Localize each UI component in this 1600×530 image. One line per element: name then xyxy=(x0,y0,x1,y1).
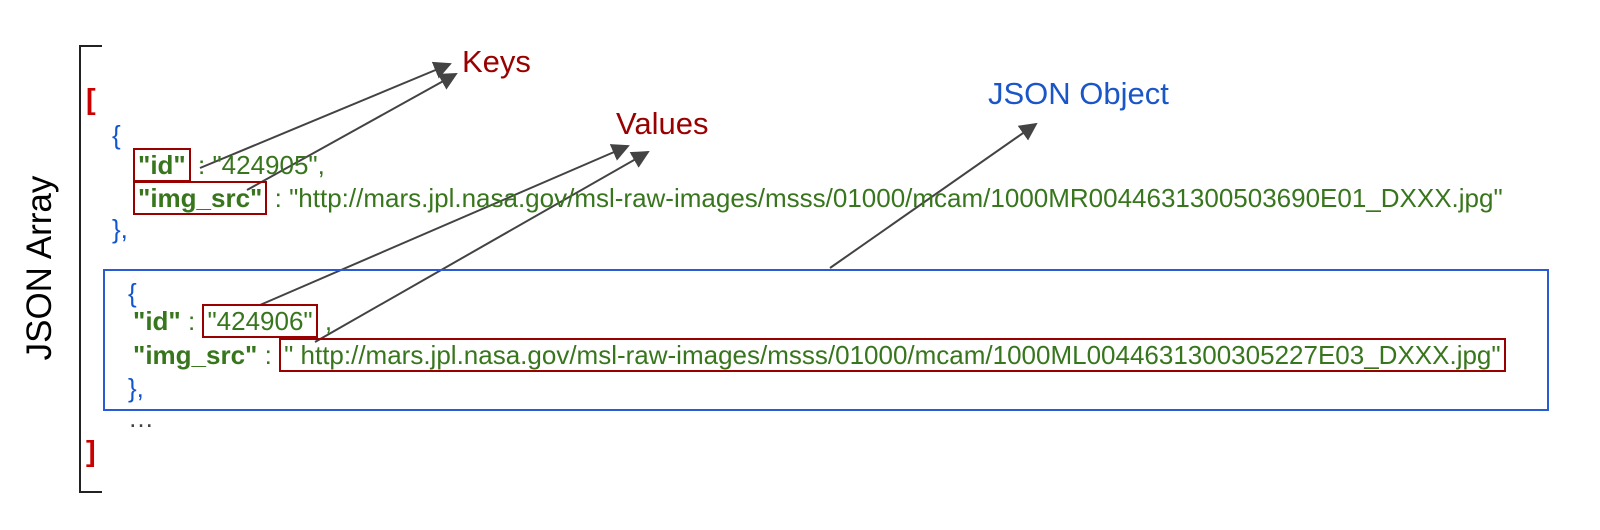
json-object-label: JSON Object xyxy=(988,76,1169,111)
array-close-bracket: ] xyxy=(86,436,96,468)
object1-imgsrc-line: "img_src" : "http://mars.jpl.nasa.gov/ms… xyxy=(133,181,1503,215)
object1-close-brace: }, xyxy=(112,214,128,244)
object2-id-separator: : xyxy=(180,306,203,336)
keys-label: Keys xyxy=(462,44,531,79)
json-array-label: JSON Array xyxy=(20,175,59,361)
values-label: Values xyxy=(616,106,709,141)
object2-imgsrc-separator: : xyxy=(257,340,280,370)
object1-id-separator: : xyxy=(190,150,213,180)
object2-id-line: "id" : "424906" , xyxy=(133,304,333,338)
object1-id-value: "424905", xyxy=(212,150,325,180)
array-ellipsis: … xyxy=(128,403,154,433)
object1-imgsrc-separator: : xyxy=(267,183,290,213)
object2-imgsrc-line: "img_src" : " http://mars.jpl.nasa.gov/m… xyxy=(133,338,1506,372)
object2-id-value: "424906" xyxy=(202,304,318,338)
object1-id-line: "id" : "424905", xyxy=(133,148,325,182)
object1-imgsrc-key: "img_src" xyxy=(133,181,268,215)
object2-imgsrc-key: "img_src" xyxy=(133,340,258,370)
object2-close-brace: }, xyxy=(128,373,144,403)
array-open-bracket: [ xyxy=(86,84,96,116)
json-object-highlight-box xyxy=(103,269,1549,411)
object1-id-key: "id" xyxy=(133,148,191,182)
object2-open-brace: { xyxy=(128,278,137,308)
object2-imgsrc-value: " http://mars.jpl.nasa.gov/msl-raw-image… xyxy=(279,338,1506,372)
object1-imgsrc-value: "http://mars.jpl.nasa.gov/msl-raw-images… xyxy=(289,183,1503,213)
object1-open-brace: { xyxy=(112,120,121,150)
object2-id-trailing-comma: , xyxy=(317,306,333,336)
object2-id-key: "id" xyxy=(133,306,181,336)
